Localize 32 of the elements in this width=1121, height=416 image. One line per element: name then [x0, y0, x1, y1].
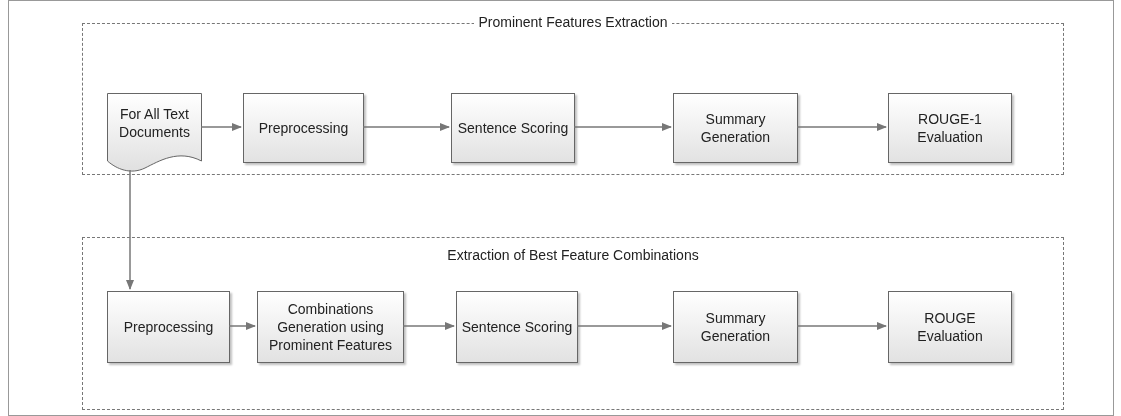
arrow — [796, 322, 887, 330]
process-box — [107, 291, 230, 363]
arrow — [362, 123, 450, 131]
arrow — [796, 123, 887, 131]
node-label: Preprocessing — [258, 119, 349, 137]
node-label: ROUGE Evaluation — [916, 309, 984, 345]
arrow — [573, 123, 672, 131]
node-label: Preprocessing — [123, 318, 214, 336]
node-label: Combinations Generation using Prominent Features — [268, 300, 393, 354]
arrow — [228, 322, 256, 330]
group-title: Extraction of Best Feature Combinations — [83, 245, 1063, 266]
node-label: For All Text Documents — [118, 105, 191, 141]
process-box — [456, 291, 578, 363]
process-box — [888, 291, 1012, 363]
node-label: Summary Generation — [699, 309, 772, 345]
group-title: Prominent Features Extraction — [83, 12, 1063, 33]
arrow — [126, 169, 134, 290]
dashed-group-frame — [82, 237, 1064, 410]
process-box — [673, 291, 798, 363]
node-label: Sentence Scoring — [461, 318, 573, 336]
process-box — [257, 291, 404, 363]
process-box — [888, 93, 1012, 163]
document-shape — [107, 93, 202, 173]
arrow — [576, 322, 672, 330]
node-label: ROUGE-1 Evaluation — [916, 110, 984, 146]
arrow — [402, 322, 455, 330]
node-label: Sentence Scoring — [457, 119, 569, 137]
process-box — [451, 93, 575, 163]
process-box — [243, 93, 364, 163]
process-box — [673, 93, 798, 163]
node-label: Summary Generation — [699, 110, 772, 146]
arrow — [200, 123, 242, 131]
